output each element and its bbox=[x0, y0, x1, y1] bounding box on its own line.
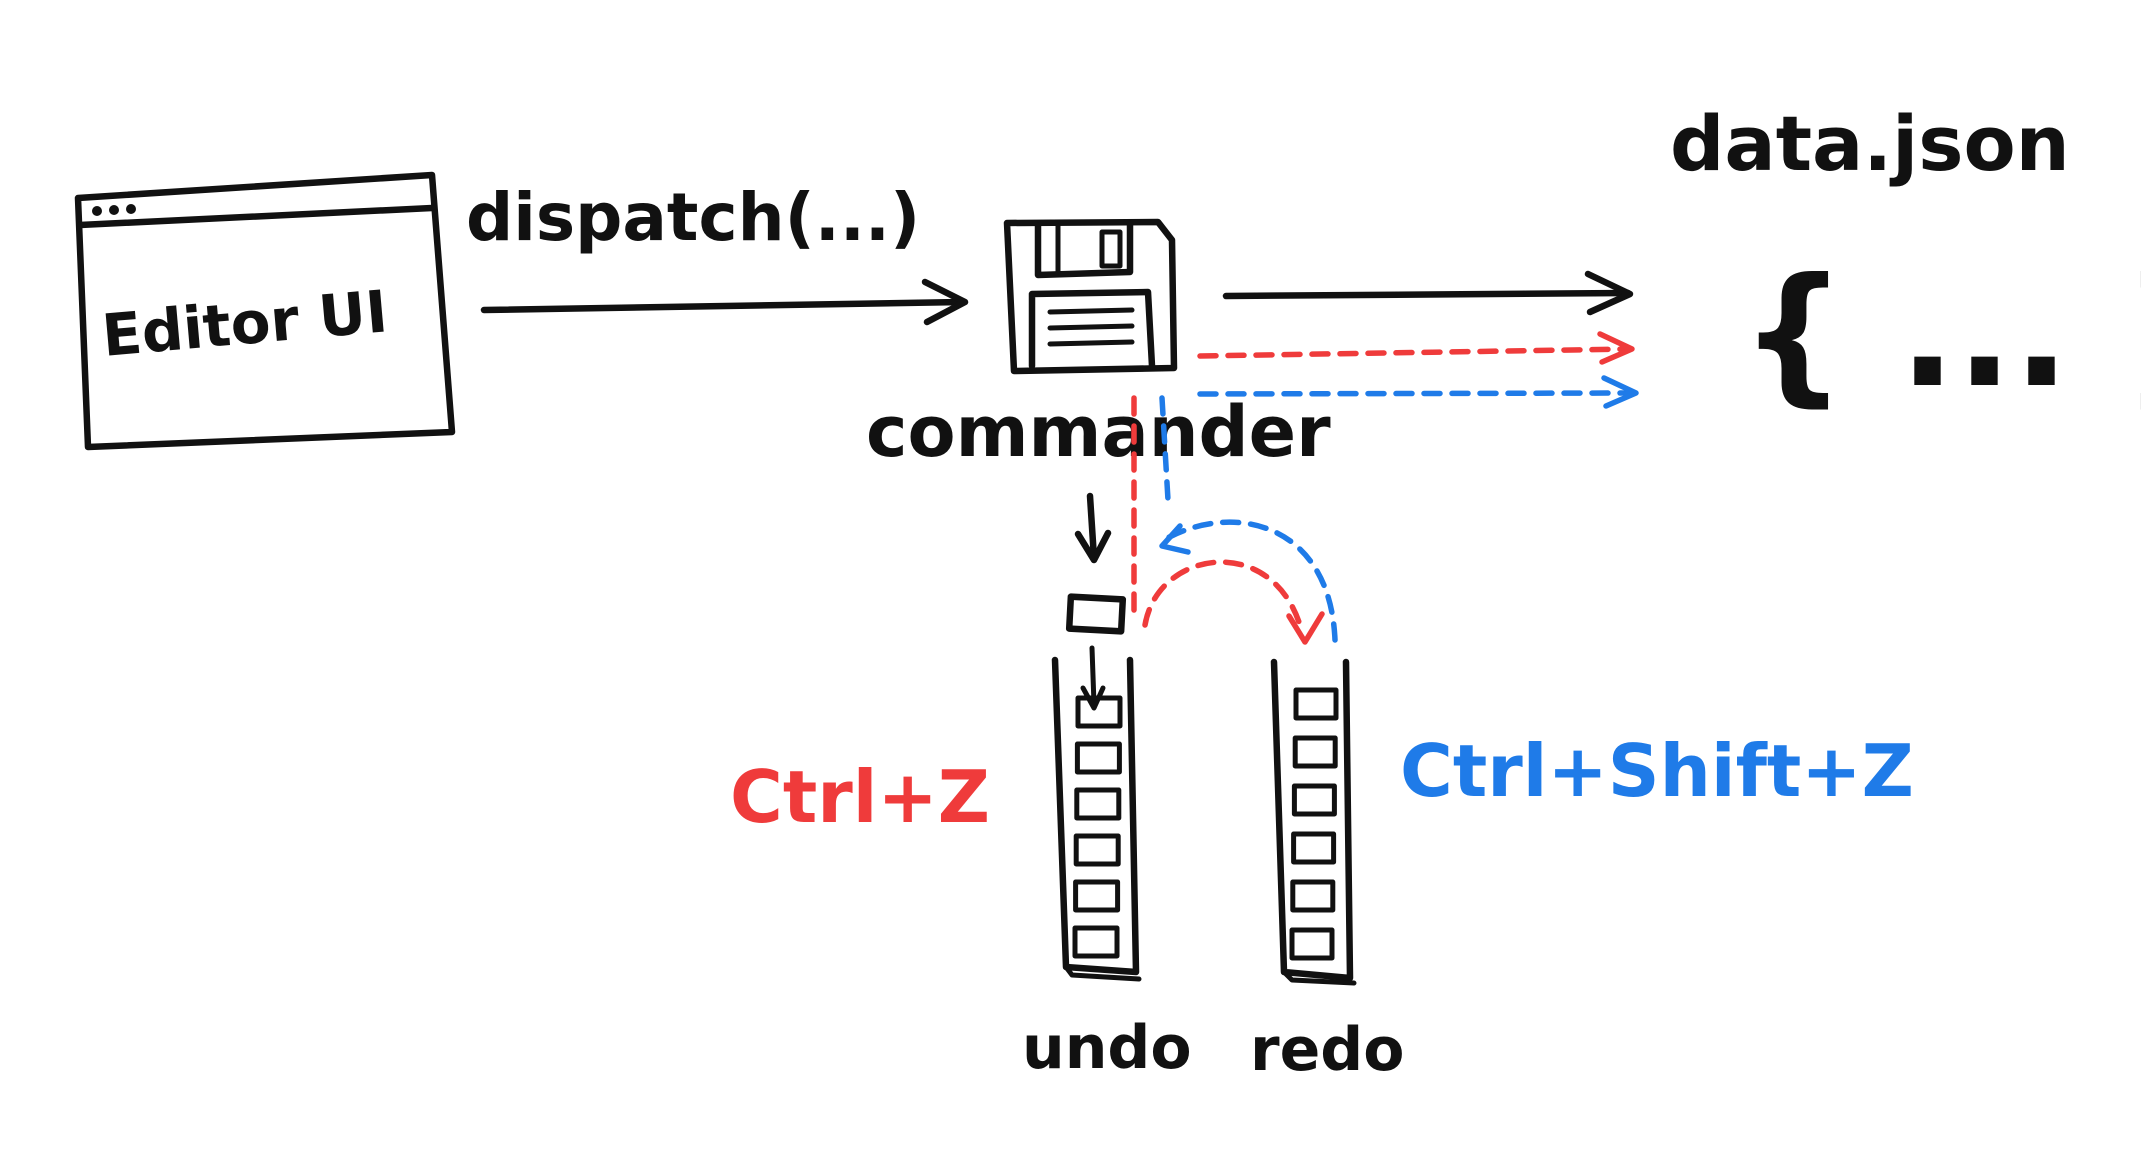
dispatch-arrow-head bbox=[921, 278, 969, 326]
undo-stack-items bbox=[1072, 695, 1123, 959]
editor-window-titlebar-line bbox=[76, 204, 436, 229]
redo-write-dashed-line bbox=[1197, 390, 1635, 397]
stack-slot bbox=[1073, 879, 1121, 913]
stack-push-arrow-line bbox=[1089, 645, 1097, 707]
undo-write-arrow-head bbox=[1597, 331, 1635, 365]
stack-slot bbox=[1292, 735, 1338, 769]
stack-push-arrow-head bbox=[1080, 685, 1106, 711]
editor-window: Editor UI bbox=[74, 171, 456, 451]
stack-slot bbox=[1074, 741, 1122, 775]
write-arrow-line bbox=[1222, 289, 1632, 300]
redo-stack-label: redo bbox=[1250, 1015, 1404, 1085]
stack-slot bbox=[1290, 879, 1336, 913]
stack-slot bbox=[1291, 783, 1337, 817]
write-arrow-head bbox=[1584, 270, 1634, 316]
dispatch-arrow-line bbox=[480, 298, 966, 314]
undo-stack bbox=[1051, 656, 1142, 982]
stack-slot bbox=[1072, 925, 1120, 959]
editor-window-frame bbox=[74, 171, 456, 451]
push-arrow-line bbox=[1086, 492, 1098, 562]
redo-shortcut-label: Ctrl+Shift+Z bbox=[1400, 729, 1914, 813]
stack-slot bbox=[1075, 695, 1123, 729]
data-file-label: data.json bbox=[1670, 99, 2070, 188]
redo-curve-dashed-line bbox=[1161, 519, 1338, 643]
undo-stack-label: undo bbox=[1022, 1013, 1192, 1083]
stack-slot bbox=[1291, 831, 1337, 865]
redo-curve-arrow-head bbox=[1159, 523, 1191, 555]
redo-write-arrow-head bbox=[1601, 375, 1639, 409]
undo-curve-dashed-line bbox=[1142, 559, 1305, 635]
undo-curve-arrow-head bbox=[1286, 611, 1325, 645]
redo-stack-items bbox=[1289, 687, 1339, 961]
push-arrow-head bbox=[1074, 529, 1112, 564]
window-dot-icon bbox=[92, 206, 102, 216]
command-box bbox=[1065, 593, 1127, 635]
redo-stack bbox=[1270, 658, 1357, 986]
commander-label: commander bbox=[866, 391, 1331, 473]
dispatch-label: dispatch(...) bbox=[466, 179, 920, 256]
undo-shortcut-label: Ctrl+Z bbox=[730, 755, 990, 839]
editor-label: Editor UI bbox=[99, 277, 390, 370]
stack-slot bbox=[1073, 833, 1121, 867]
stack-slot bbox=[1289, 927, 1335, 961]
window-dot-icon bbox=[109, 205, 119, 215]
window-dot-icon bbox=[126, 204, 136, 214]
undo-write-dashed-line bbox=[1197, 346, 1633, 359]
redo-vertical-dashed-line bbox=[1159, 395, 1171, 503]
data-body: { ... } bbox=[1740, 247, 2141, 421]
stack-slot bbox=[1074, 787, 1122, 821]
floppy-disk-icon bbox=[1003, 218, 1178, 375]
stack-slot bbox=[1293, 687, 1339, 721]
